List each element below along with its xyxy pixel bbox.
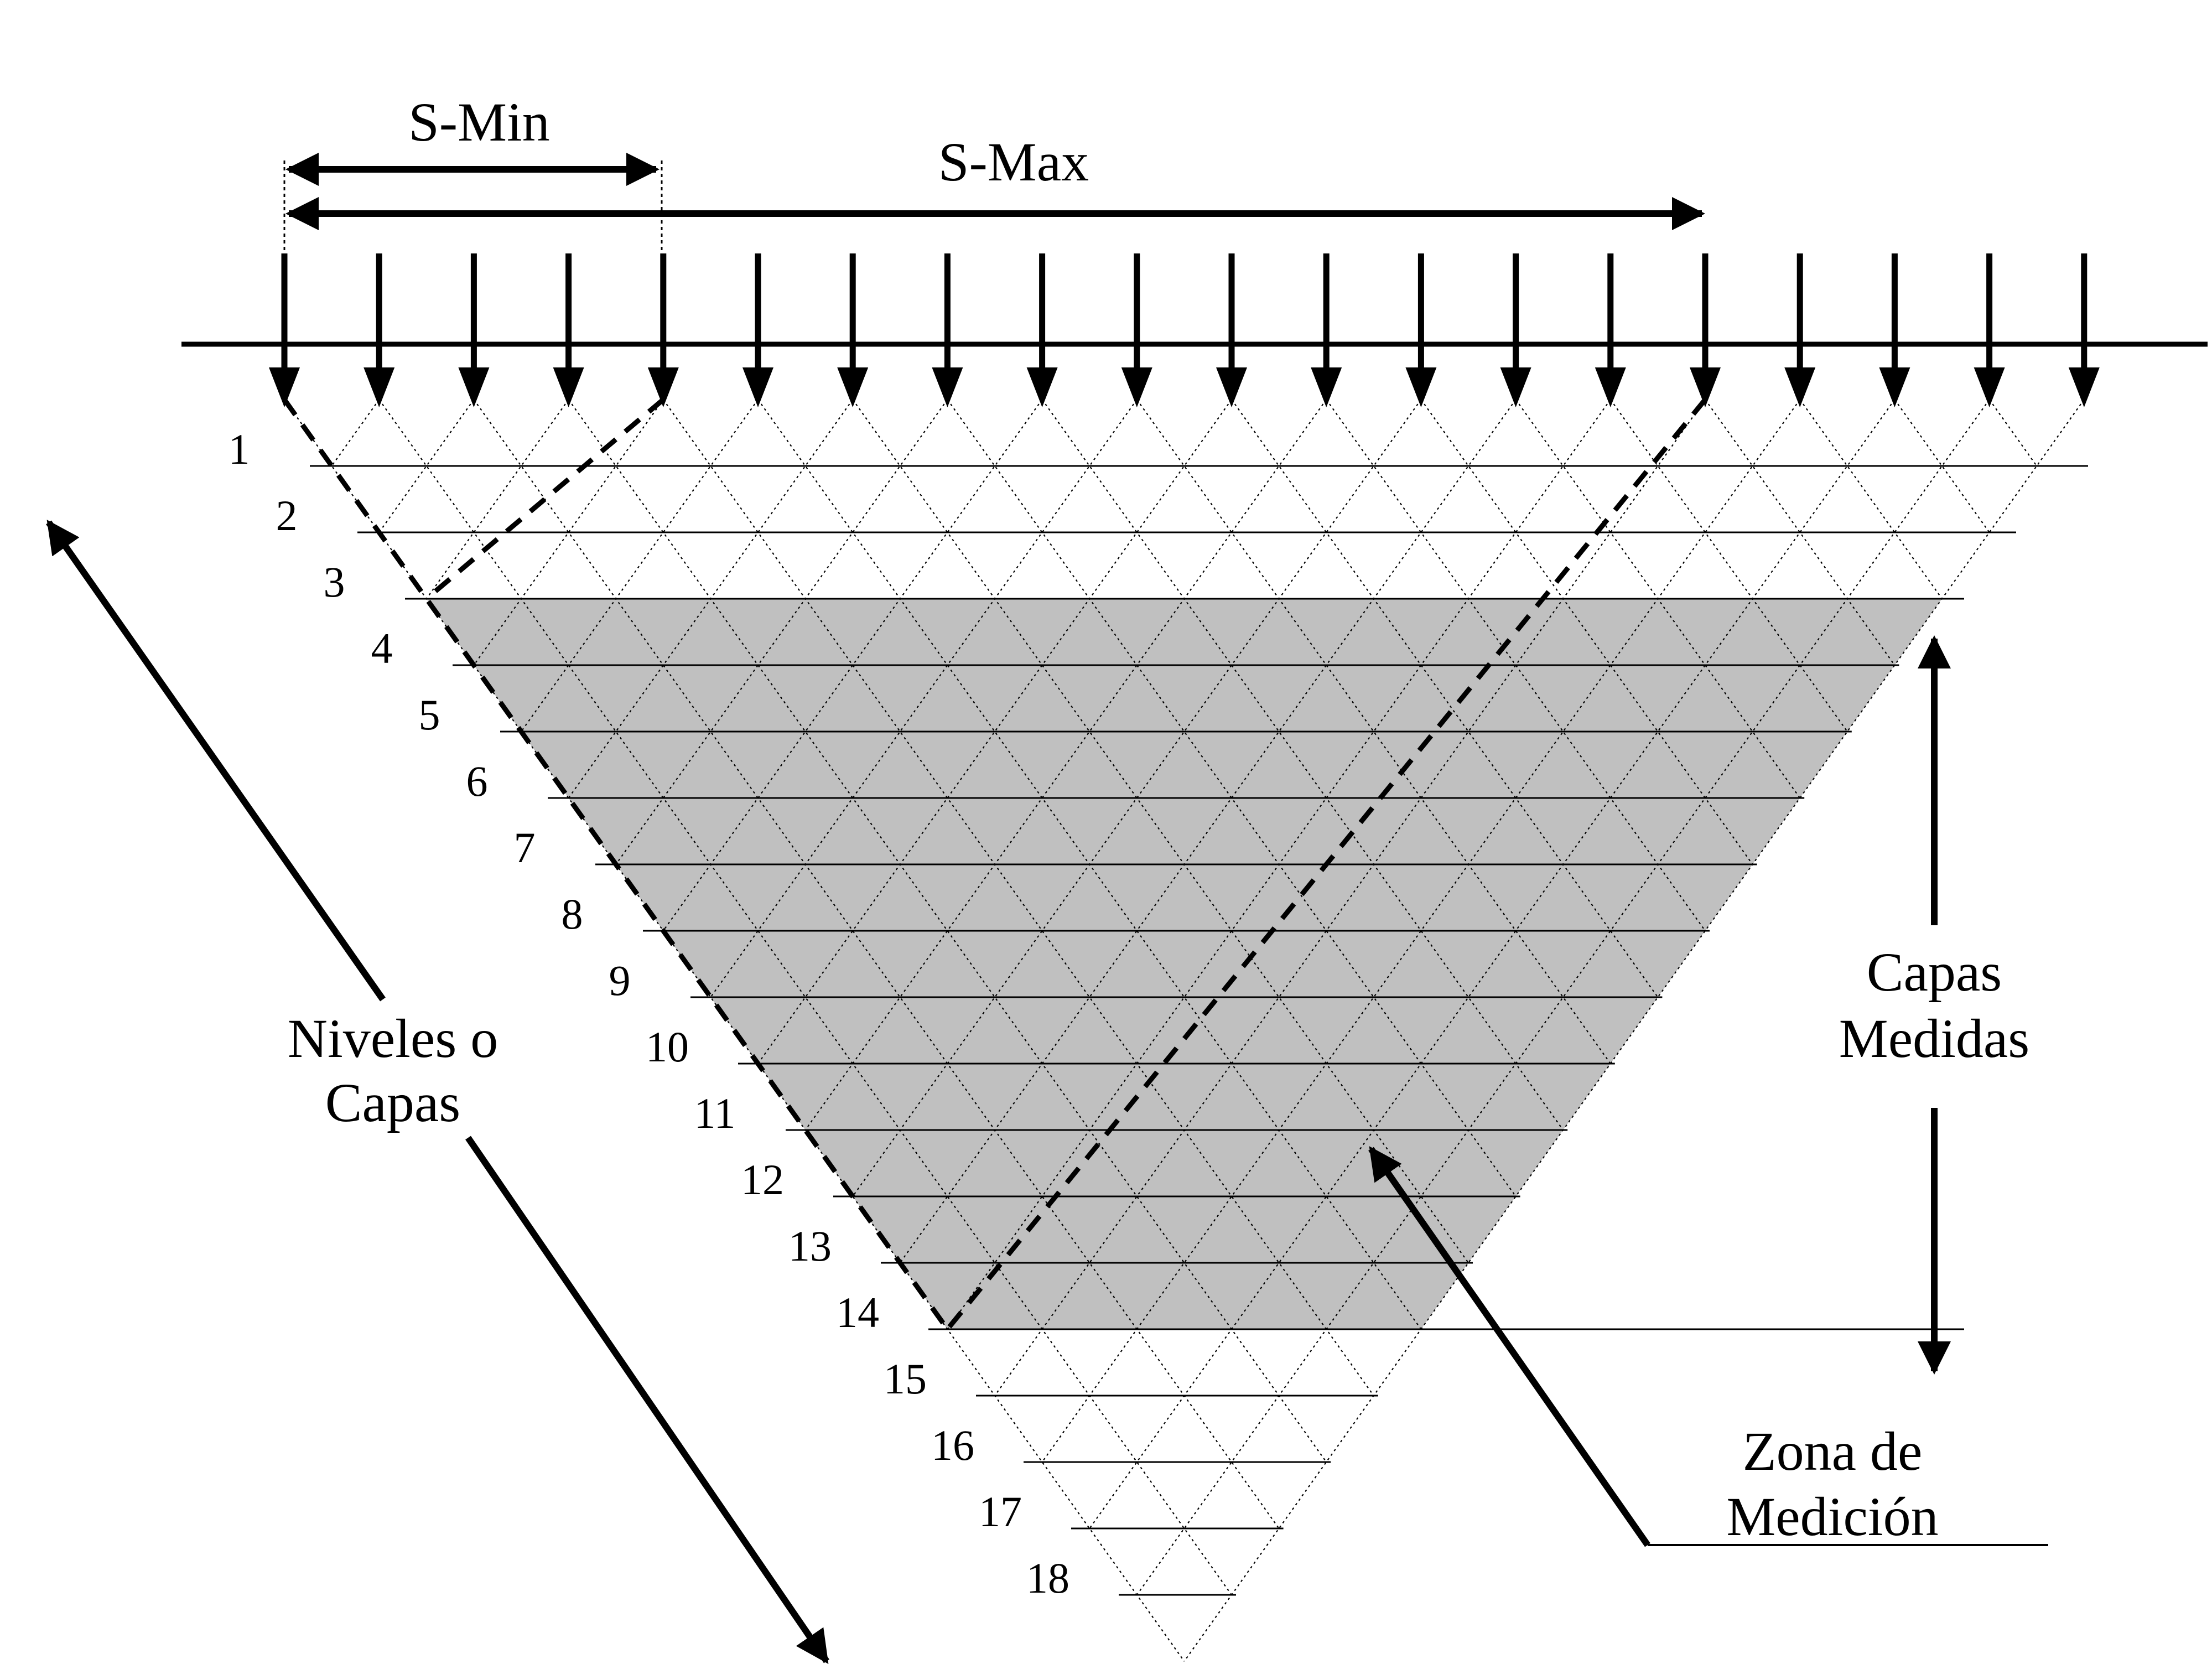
electrode-arrowhead [1879,367,1910,407]
grid-diagonal [1089,399,1896,1529]
level-number-label: 15 [884,1355,927,1403]
grid-diagonal [425,399,569,599]
grid-diagonal [473,399,664,666]
electrode-arrowhead [1405,367,1437,407]
level-number-label: 2 [276,491,298,540]
level-number-label: 12 [741,1155,784,1204]
grid-diagonal [473,399,1280,1529]
grid-diagonal [568,399,1327,1463]
grid-diagonal [710,399,1138,998]
electrode-arrowhead [1026,367,1058,407]
level-number-label: 14 [836,1288,879,1336]
level-number-label: 7 [514,823,536,872]
level-number-label: 10 [646,1023,689,1071]
grid-diagonal [1420,399,1753,865]
electrode-arrowhead [1784,367,1816,407]
level-number-label: 11 [694,1089,735,1137]
electrode-arrowhead [2068,367,2100,407]
electrode-arrowhead [837,367,869,407]
electrode-arrowhead [269,367,300,407]
zone-label-line1: Zona de [1743,1421,1923,1482]
electrode-arrowhead [1690,367,1721,407]
electrode-arrowhead [742,367,773,407]
levels-axis: Niveles o Capas [46,520,829,1664]
level-number-label: 17 [979,1487,1022,1536]
electrode-arrowhead [458,367,490,407]
grid-diagonal [662,399,1043,931]
electrode-arrowhead [1500,367,1531,407]
levels-arrow-lower [465,1136,829,1664]
electrode-arrowhead [1311,367,1342,407]
electrode-arrowhead [932,367,963,407]
level-number-label: 5 [419,691,440,739]
grid-diagonal [615,399,948,865]
grid-diagonal [662,399,1374,1396]
level-lines [310,465,2088,1596]
electrode-arrowhead [1595,367,1626,407]
level-number-label: 9 [609,956,631,1004]
grid-diagonal [1041,399,1801,1463]
grid-diagonal [1326,399,1706,931]
electrode-arrowhead [364,367,395,407]
level-number-label: 18 [1026,1554,1069,1602]
level-number-label: 8 [562,890,583,938]
grid-diagonal [1705,399,1896,666]
s-min-label: S-Min [408,91,550,153]
grid-diagonal [1231,399,1659,998]
s-max-label: S-Max [938,131,1089,193]
levels-label-line2: Capas [325,1072,460,1133]
array-envelope-lines [282,397,1707,1331]
electrode-arrowhead [1121,367,1152,407]
electrode-arrowhead [647,367,679,407]
electrode-arrowhead [1216,367,1247,407]
grid-diagonal [1609,399,1848,732]
level-number-label: 16 [931,1421,974,1469]
measurement-zone-callout: Zona de Medición [1368,1146,2048,1547]
zone-pointer-arrow [1368,1146,1650,1547]
grid-diagonal [1041,399,1564,1131]
level-number-label: 6 [466,757,488,805]
grid-diagonal [1988,399,2038,467]
electrode-arrowhead [553,367,584,407]
levels-label-line1: Niveles o [288,1008,498,1069]
level-number-label: 4 [371,624,393,672]
measured-label-line1: Capas [1867,941,2002,1003]
zone-label-line2: Medición [1726,1486,1938,1547]
envelope-s-max [945,398,1707,1331]
grid-diagonal [1799,399,1943,599]
level-number-label: 3 [324,558,345,606]
electrode-row [269,253,2100,407]
measurement-zone [426,599,1942,1329]
grid-diagonal [804,399,1327,1131]
grid-diagonal [994,399,1706,1396]
levels-arrow-upper [46,520,386,1002]
level-number-label: 1 [229,425,250,473]
envelope-s-min [424,397,665,601]
grid-diagonal [331,399,380,467]
measured-label-line2: Medidas [1839,1008,2029,1069]
grid-diagonal [1183,399,2085,1662]
envelope-left [282,398,950,1331]
level-number-label: 13 [788,1222,832,1270]
measured-layers-axis: Capas Medidas [1839,635,2029,1375]
spacing-dimensions: S-Min S-Max [283,91,1705,255]
grid-diagonal [521,399,759,732]
electrode-arrowhead [1974,367,2005,407]
